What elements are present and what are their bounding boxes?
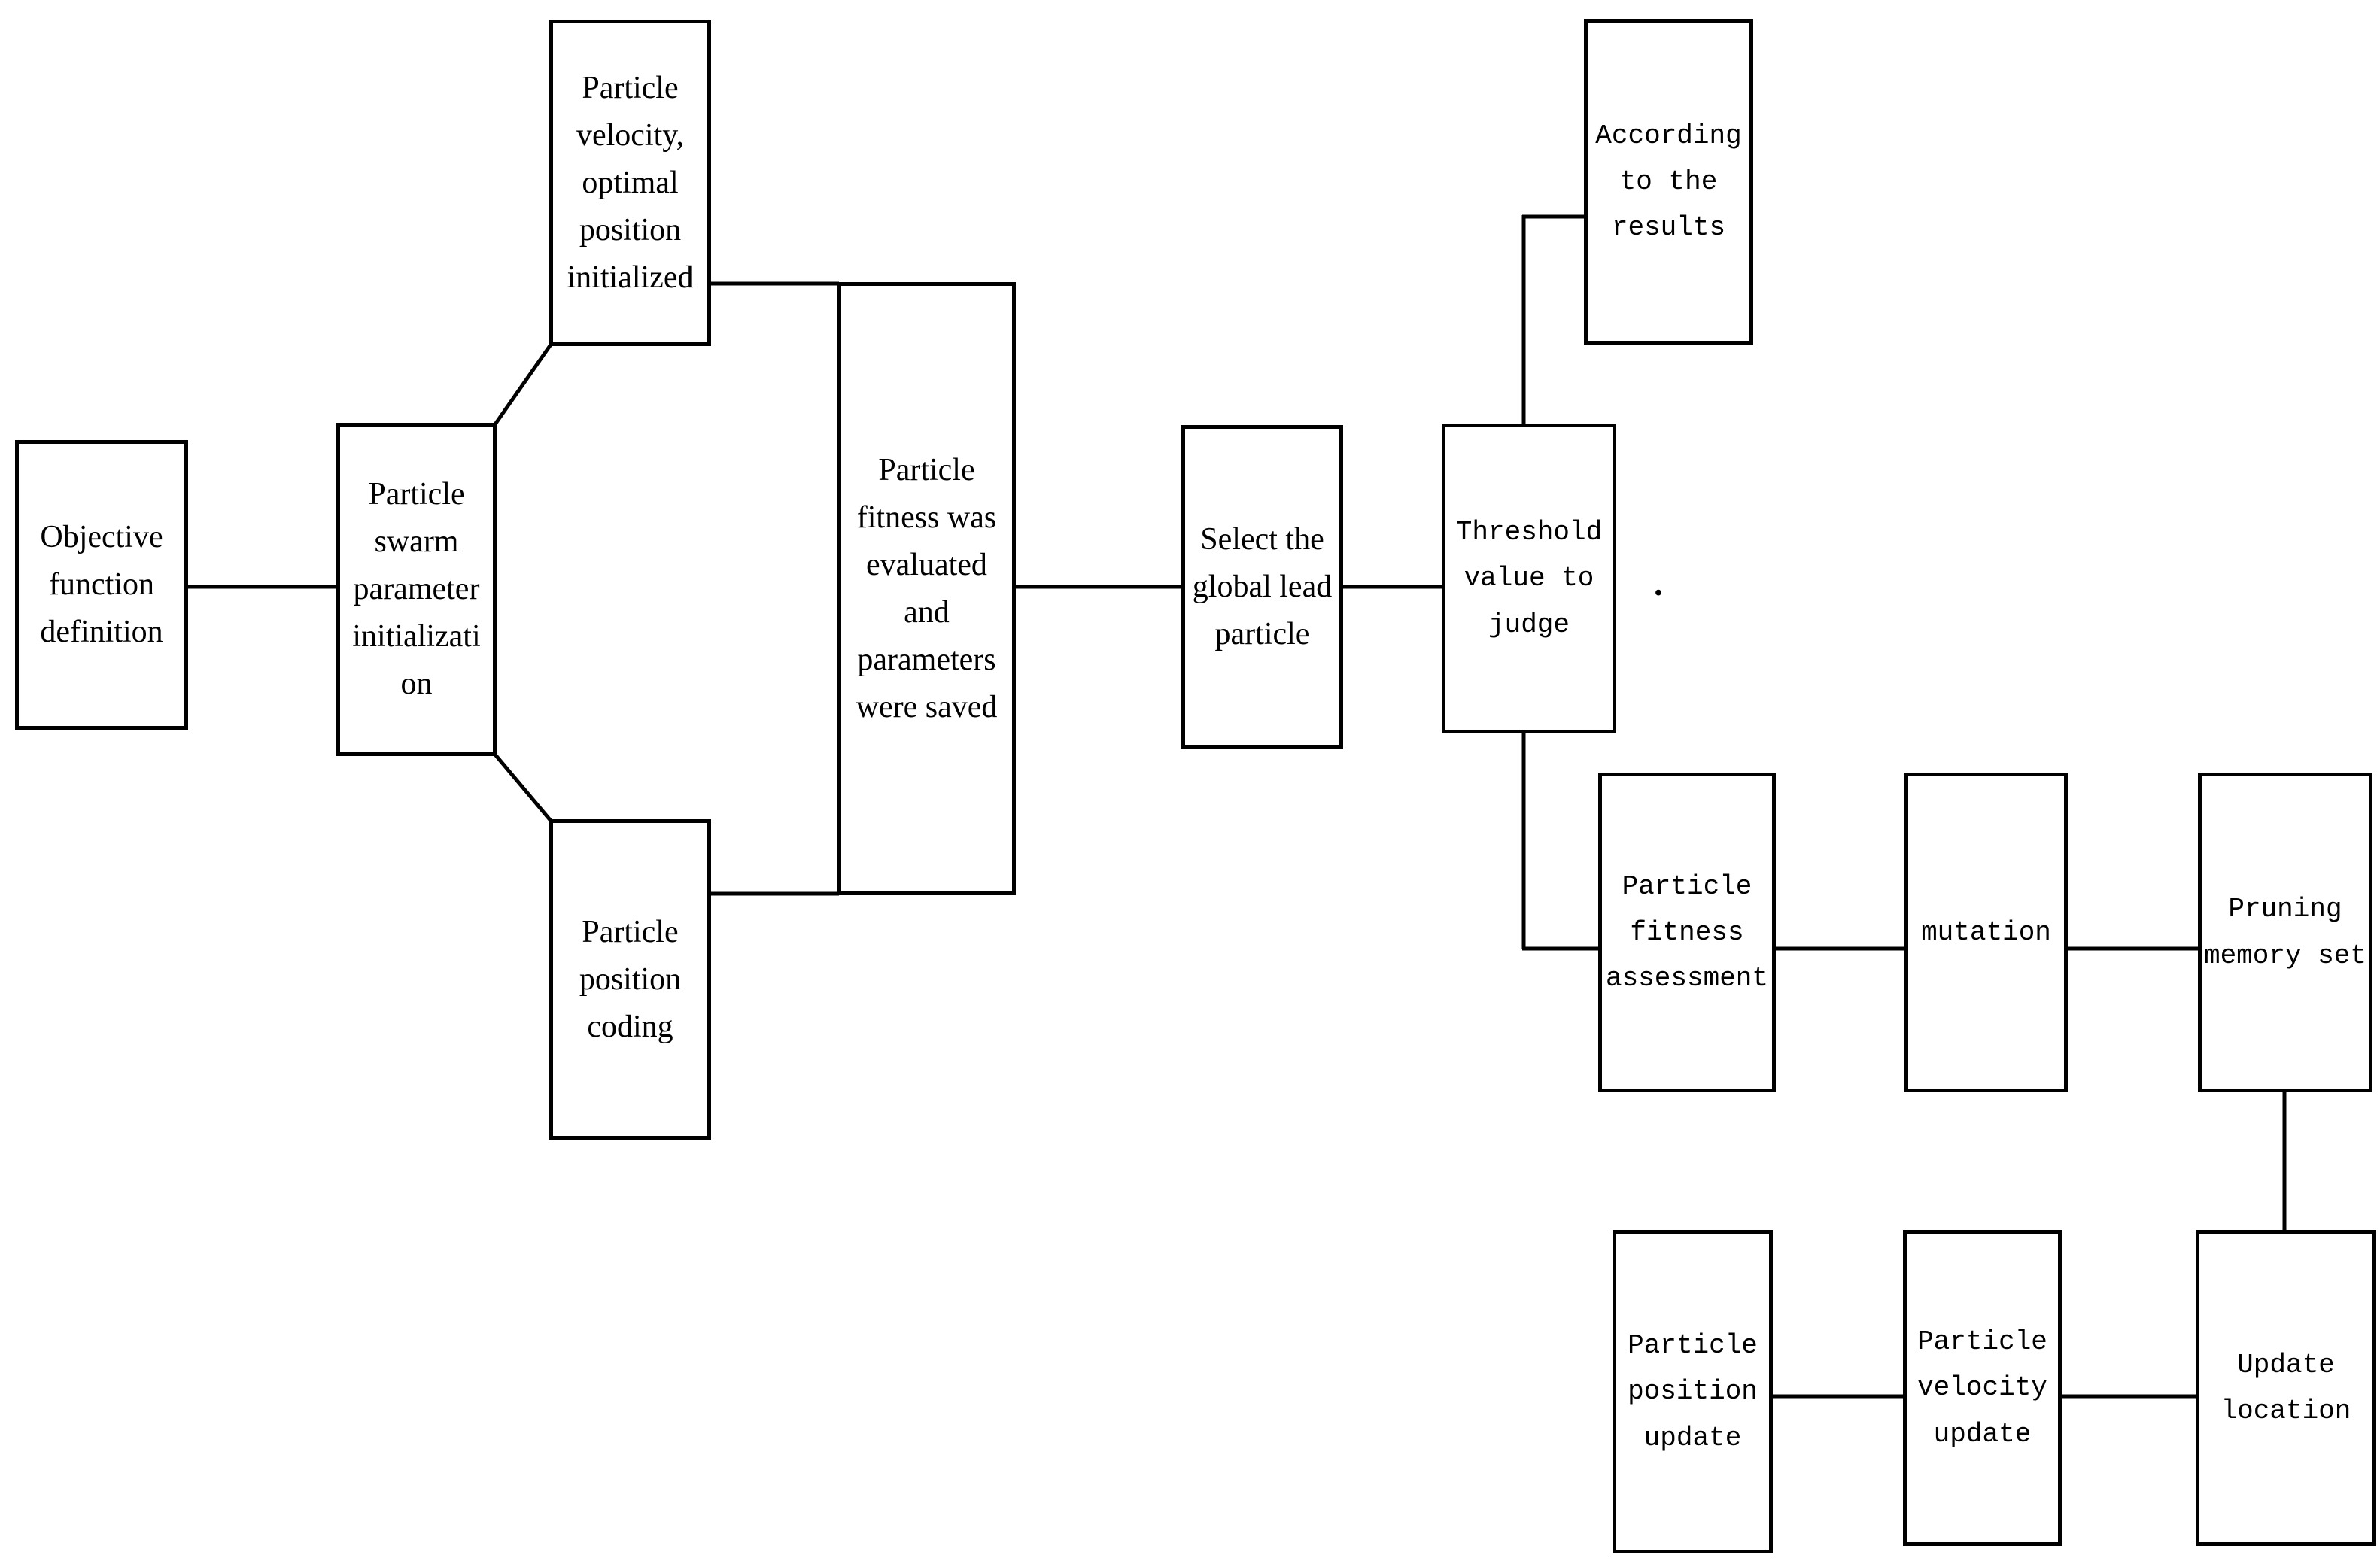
node-threshold-value-to-judge: Threshold value to judge (1442, 424, 1616, 733)
node-label: Particle velocity, optimal position init… (567, 70, 694, 295)
node-objective-function-definition: Objective function definition (15, 440, 188, 730)
node-particle-fitness-evaluated: Particle fitness was evaluated and param… (837, 282, 1016, 895)
stray-period-mark: . (1654, 563, 1663, 603)
node-particle-velocity-optimal-position-initialized: Particle velocity, optimal position init… (549, 20, 711, 346)
node-label: Update location (2220, 1349, 2351, 1426)
node-particle-fitness-assessment: Particle fitness assessment (1598, 773, 1776, 1092)
edge-swarm-to-velocity-diagonal (493, 343, 553, 426)
node-particle-velocity-update: Particle velocity update (1903, 1230, 2062, 1546)
node-label: Objective function definition (40, 520, 163, 649)
node-select-global-lead-particle: Select the global lead particle (1181, 425, 1343, 749)
node-particle-swarm-parameter-initialization: Particle swarm parameter initializati on (336, 423, 497, 756)
node-update-location: Update location (2196, 1230, 2376, 1546)
node-label: Select the global lead particle (1192, 521, 1333, 651)
node-label: According to the results (1595, 120, 1742, 244)
node-mutation: mutation (1904, 773, 2068, 1092)
node-label: Particle velocity update (1917, 1326, 2047, 1450)
node-pruning-memory-set: Pruning memory set (2198, 773, 2372, 1092)
node-label: Particle fitness was evaluated and param… (856, 452, 998, 724)
node-label: Pruning memory set (2203, 894, 2367, 971)
node-label: Particle position update (1628, 1330, 1758, 1453)
edge-swarm-to-position-diagonal (494, 753, 552, 822)
node-label: Threshold value to judge (1455, 517, 1603, 640)
node-label: Particle position coding (579, 914, 682, 1044)
node-particle-position-update: Particle position update (1613, 1230, 1773, 1553)
node-particle-position-coding: Particle position coding (549, 819, 711, 1140)
node-label: Particle fitness assessment (1605, 870, 1769, 995)
node-according-to-results: According to the results (1584, 19, 1753, 345)
node-label: mutation (1921, 916, 2051, 948)
node-label: Particle swarm parameter initializati on (352, 477, 481, 701)
